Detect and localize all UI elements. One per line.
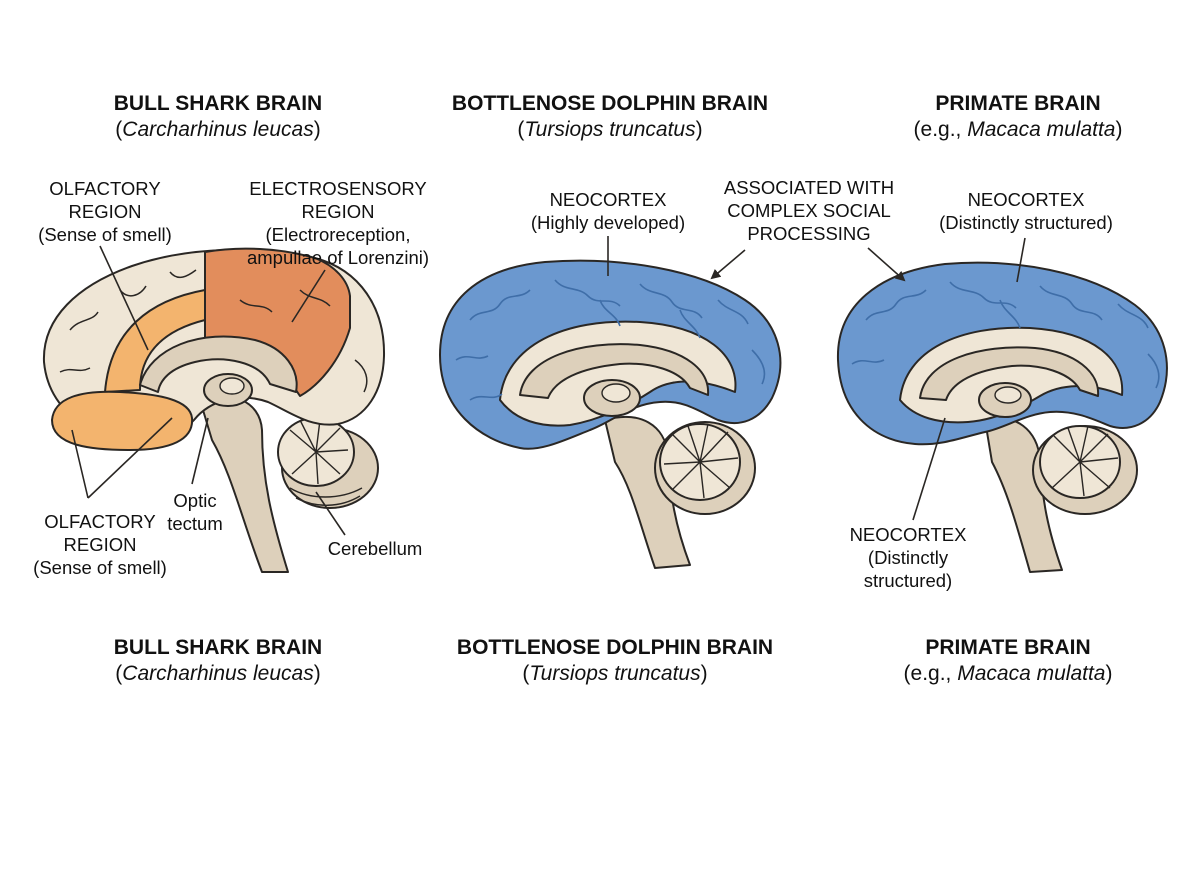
leader-lines — [71, 236, 1026, 536]
shark-brain — [42, 247, 386, 573]
primate-title-top: PRIMATE BRAIN — [935, 92, 1101, 115]
dolphin-subtitle-top: (Tursiops truncatus) — [517, 118, 703, 141]
primate-callosum — [919, 346, 1100, 401]
leader-primate-neocortex-top — [1016, 237, 1026, 283]
label-primate-neocortex-top: NEOCORTEX (Distinctly structured) — [939, 189, 1113, 233]
leader-cerebellum — [315, 491, 346, 536]
leader-olfactory-bottom-b — [87, 417, 173, 499]
leader-electrosensory — [291, 269, 326, 323]
primate-subtitle-top: (e.g., Macaca mulatta) — [913, 118, 1123, 141]
label-electrosensory-region: ELECTROSENSORY REGION (Electroreception,… — [246, 178, 430, 268]
label-complex-social-processing: ASSOCIATED WITH COMPLEX SOCIAL PROCESSIN… — [723, 177, 895, 244]
dolphin-brain — [439, 259, 782, 569]
label-cerebellum: Cerebellum — [327, 538, 423, 559]
dolphin-cerebellum — [654, 421, 756, 515]
primate-brain — [836, 261, 1168, 573]
shark-callosum — [139, 335, 298, 393]
shark-title-top: BULL SHARK BRAIN — [113, 92, 323, 115]
label-olfactory-region-bottom: OLFACTORY REGION (Sense of smell) — [33, 511, 167, 578]
arrow-social-left — [710, 249, 746, 280]
leader-olfactory-top — [99, 245, 149, 351]
label-optic-tectum: Optic tectum — [167, 490, 223, 534]
leader-olfactory-bottom-a — [71, 429, 89, 499]
label-dolphin-neocortex: NEOCORTEX (Highly developed) — [530, 189, 686, 233]
dolphin-title-bottom: BOTTLENOSE DOLPHIN BRAIN — [456, 636, 774, 659]
shark-olfactory-arc — [104, 289, 206, 393]
leader-optic-tectum — [191, 417, 209, 485]
shark-brainstem — [199, 395, 289, 573]
label-olfactory-region-top: OLFACTORY REGION (Sense of smell) — [38, 178, 172, 245]
primate-title-bottom: PRIMATE BRAIN — [925, 636, 1091, 659]
leader-primate-neocortex-bottom — [912, 417, 946, 521]
shark-olfactory-bulb — [51, 390, 194, 451]
shark-subtitle-bottom: (Carcharhinus leucas) — [115, 662, 321, 685]
shark-subtitle-top: (Carcharhinus leucas) — [115, 118, 321, 141]
shark-cerebellum — [277, 417, 379, 509]
primate-cerebellum — [1032, 425, 1138, 515]
label-primate-neocortex-bottom: NEOCORTEX (Distinctly structured) — [849, 524, 967, 591]
arrow-social-right — [867, 247, 906, 282]
dolphin-title-top: BOTTLENOSE DOLPHIN BRAIN — [451, 92, 769, 115]
primate-inner-tissue — [899, 326, 1124, 424]
primate-subtitle-bottom: (e.g., Macaca mulatta) — [903, 662, 1113, 685]
dolphin-callosum — [519, 343, 710, 399]
dolphin-inner-tissue — [499, 320, 737, 427]
dolphin-brainstem — [604, 415, 691, 569]
primate-brainstem — [984, 417, 1063, 573]
dolphin-subtitle-bottom: (Tursiops truncatus) — [522, 662, 708, 685]
shark-title-bottom: BULL SHARK BRAIN — [113, 636, 323, 659]
